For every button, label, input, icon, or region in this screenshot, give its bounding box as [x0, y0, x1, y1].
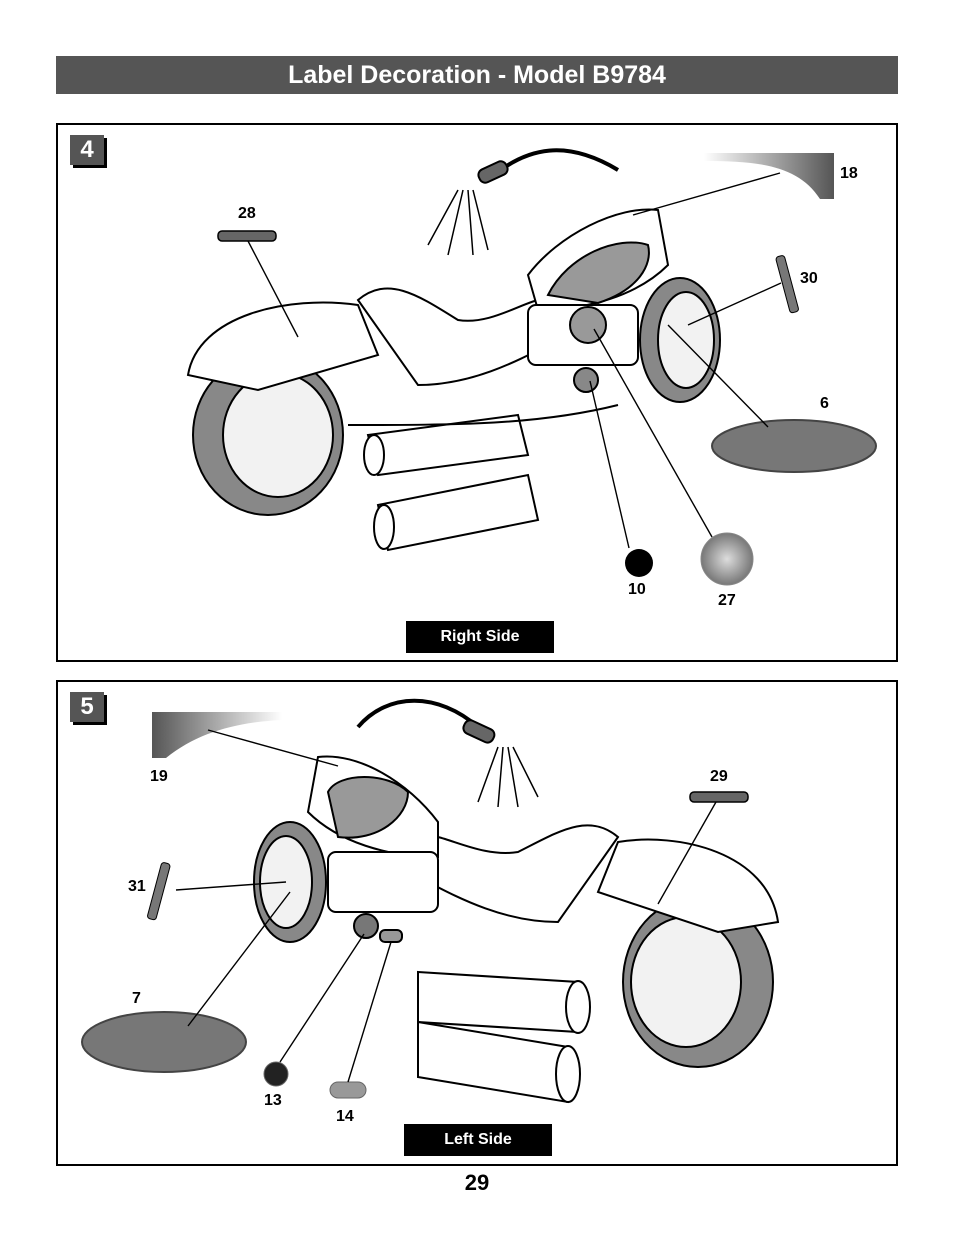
right-side-label: Right Side	[406, 621, 554, 653]
callout-6: 6	[820, 395, 829, 412]
page-title: Label Decoration - Model B9784	[56, 56, 898, 94]
callout-13: 13	[264, 1092, 282, 1109]
callout-7: 7	[132, 990, 141, 1007]
decal-14	[329, 1081, 367, 1099]
decal-6	[711, 419, 877, 473]
step-4-badge: 4	[70, 135, 104, 165]
decal-30	[775, 255, 799, 314]
decal-13	[263, 1061, 289, 1087]
left-side-label: Left Side	[404, 1124, 552, 1156]
decal-27	[700, 532, 754, 586]
callout-18: 18	[840, 165, 858, 182]
step-5-panel: 5 19 29 31 7 13 14 Left Side	[56, 680, 898, 1166]
step-4-panel: 4 18 28 30 6 10 27 Right Side	[56, 123, 898, 662]
left-side-motorcycle-illustration	[81, 698, 780, 1104]
decal-29	[689, 791, 749, 803]
decal-19	[152, 712, 282, 758]
callout-19: 19	[150, 768, 168, 785]
callout-30: 30	[800, 270, 818, 287]
callout-28: 28	[238, 205, 256, 222]
decal-10	[625, 549, 653, 577]
callout-14: 14	[336, 1108, 354, 1125]
callout-10: 10	[628, 581, 646, 598]
decal-31	[147, 862, 171, 921]
decal-18	[704, 153, 834, 199]
callout-31: 31	[128, 878, 146, 895]
right-side-motorcycle-illustration	[186, 148, 877, 586]
page-number: 29	[464, 1170, 490, 1195]
decal-7	[81, 1011, 247, 1073]
callout-29: 29	[710, 768, 728, 785]
step-5-badge: 5	[70, 692, 104, 722]
decal-28	[217, 230, 277, 242]
callout-27: 27	[718, 592, 736, 609]
